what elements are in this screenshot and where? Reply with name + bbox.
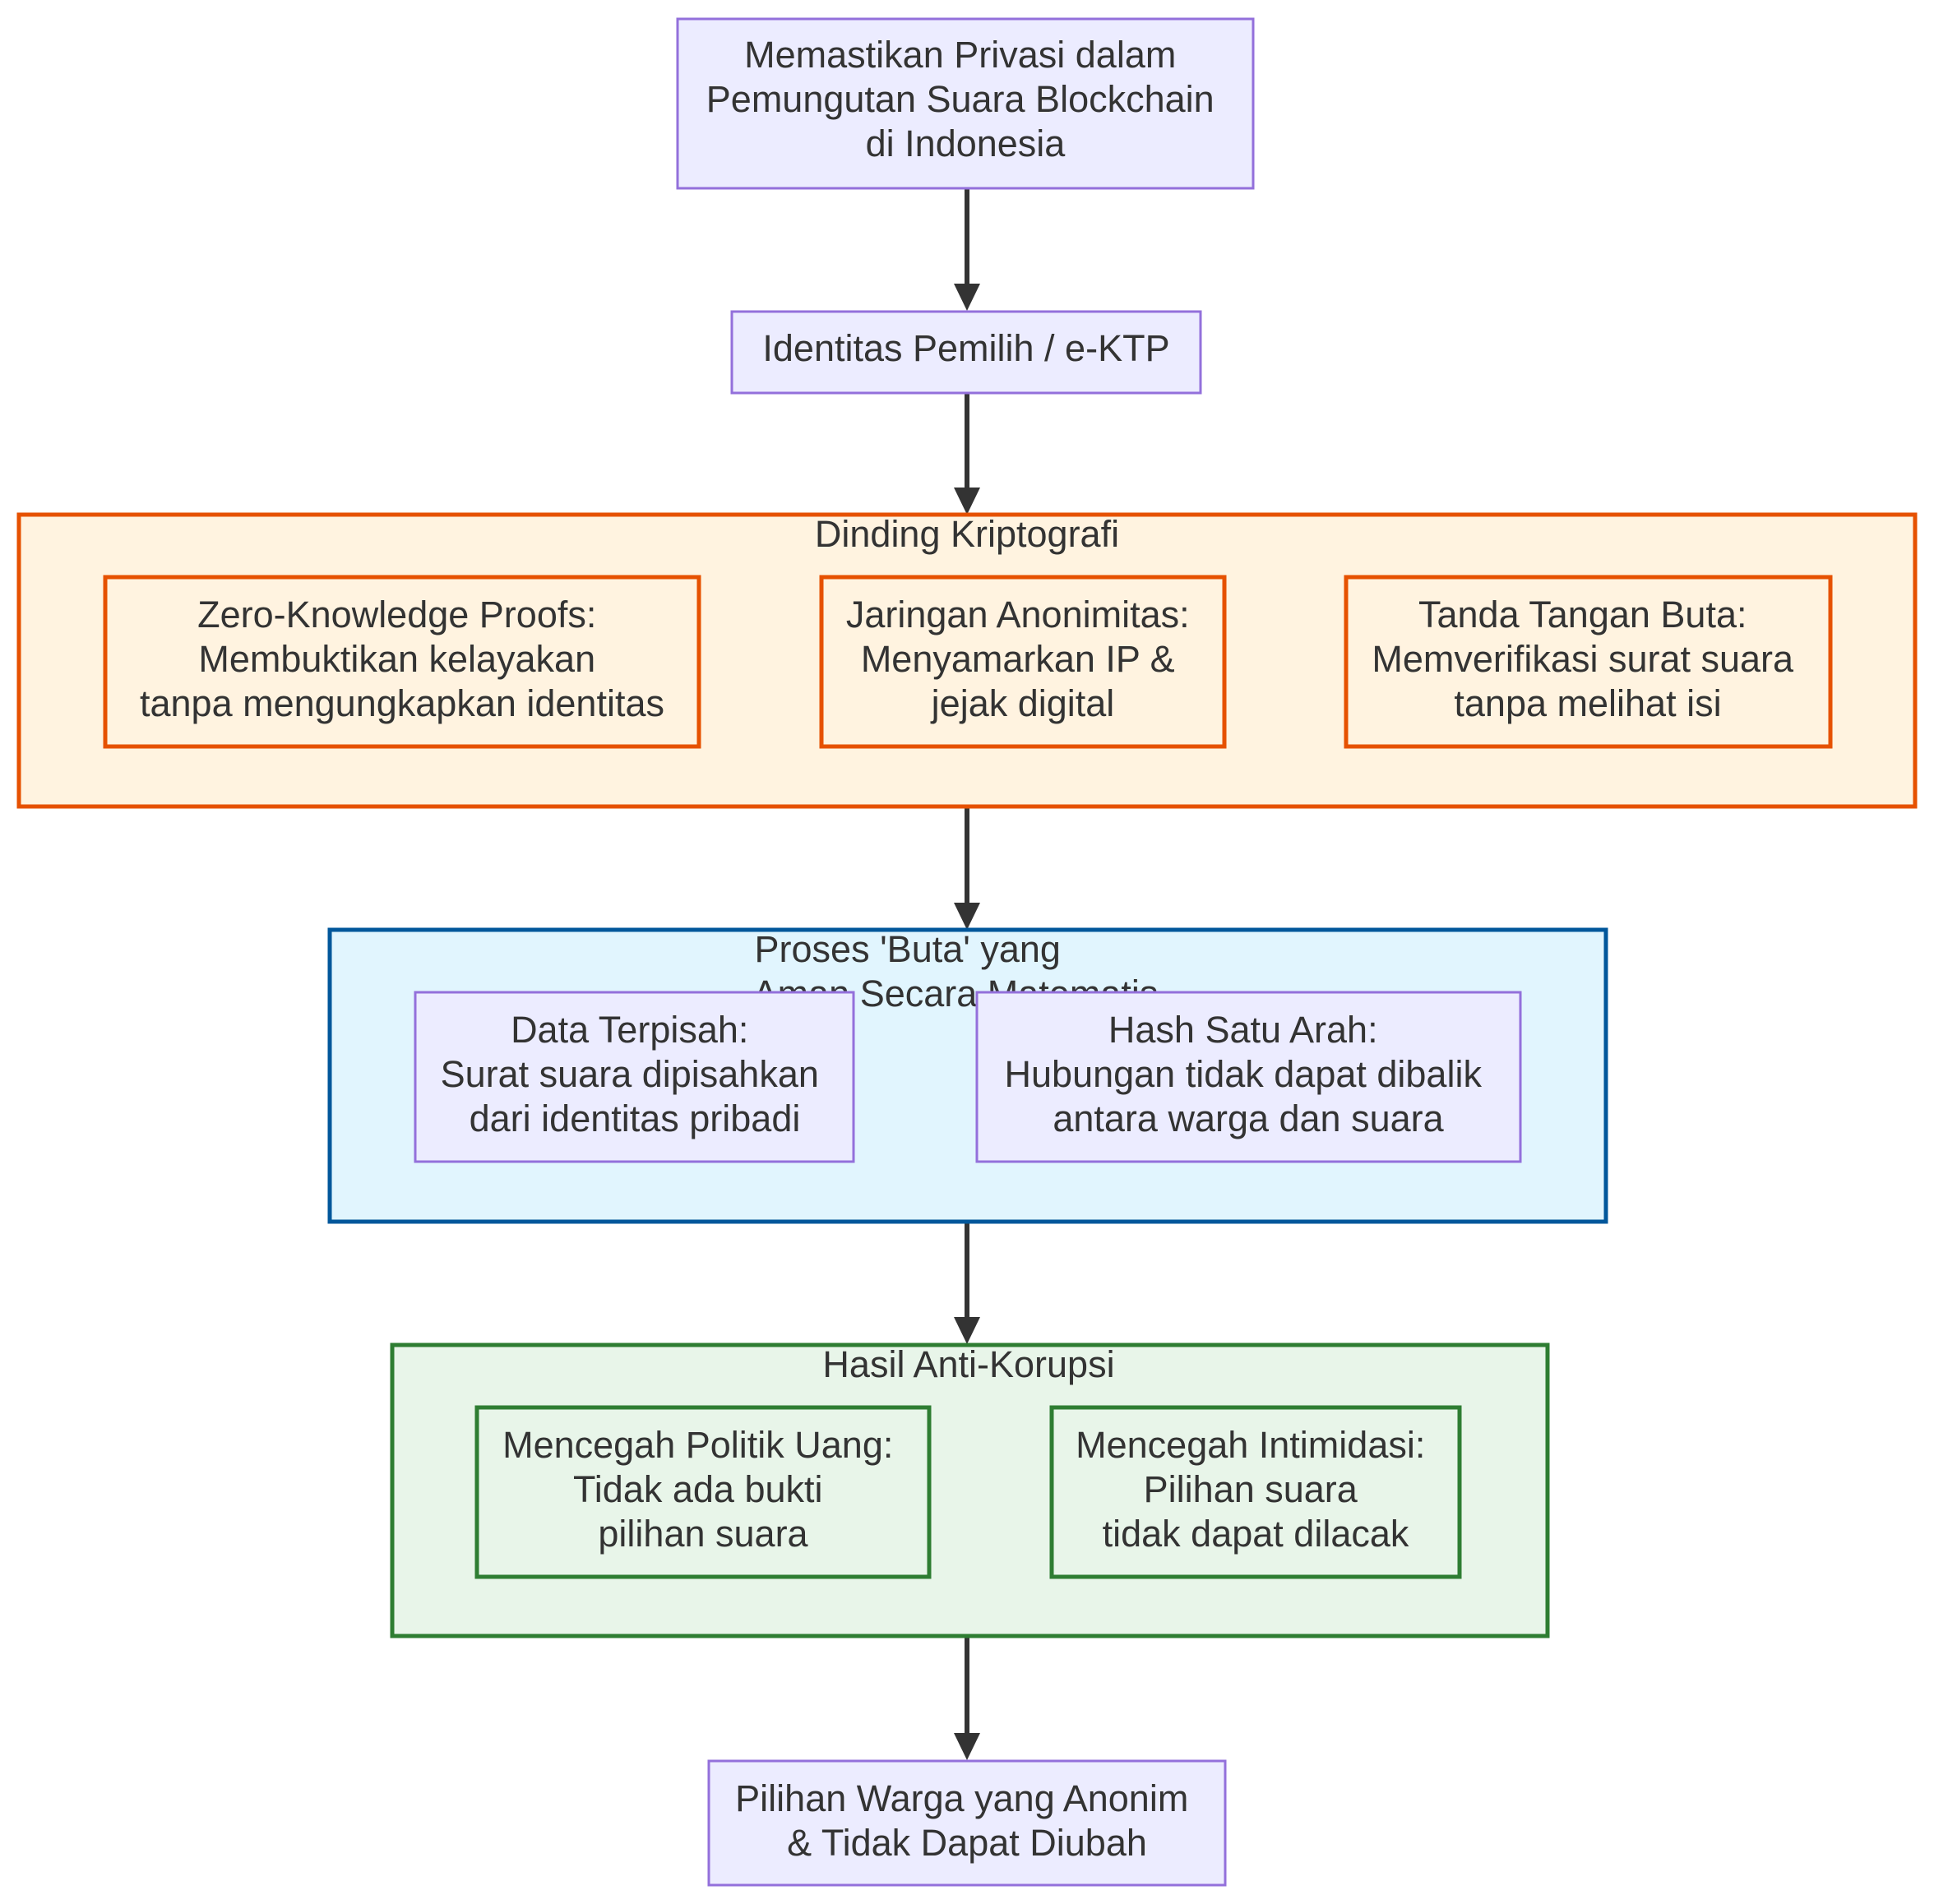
anti-corruption-group: Hasil Anti-Korupsi Mencegah Politik Uang… (390, 1343, 1550, 1638)
prevent-intimidation-node: Mencegah Intimidasi: Pilihan suara tidak… (1049, 1405, 1462, 1579)
one-way-hash-node-text: Hash Satu Arah: Hubungan tidak dapat dib… (1005, 1009, 1492, 1139)
blind-signature-node-text: Tanda Tangan Buta: Memverifikasi surat s… (1372, 594, 1803, 724)
anon-network-node-text: Jaringan Anonimitas: Menyamarkan IP & je… (846, 594, 1200, 724)
arrowhead-final (954, 1733, 980, 1760)
prevent-money-politics-node: Mencegah Politik Uang: Tidak ada bukti p… (474, 1405, 932, 1579)
crypto-wall-group: Dinding Kriptografi Zero-Knowledge Proof… (16, 512, 1918, 809)
final-node: Pilihan Warga yang Anonim & Tidak Dapat … (707, 1759, 1227, 1887)
separated-data-node-text: Data Terpisah: Surat suara dipisahkan da… (441, 1009, 830, 1139)
blind-process-group: Proses 'Buta' yang Aman Secara Matematis… (327, 927, 1608, 1224)
arrowhead-anti-corruption (954, 1317, 980, 1344)
edges (954, 188, 980, 1760)
anti-corruption-title: Hasil Anti-Korupsi (822, 1343, 1114, 1385)
title-node: Memastikan Privasi dalam Pemungutan Suar… (676, 17, 1255, 190)
prevent-money-politics-node-text: Mencegah Politik Uang: Tidak ada bukti p… (502, 1424, 904, 1555)
one-way-hash-node: Hash Satu Arah: Hubungan tidak dapat dib… (975, 991, 1522, 1163)
final-node-text: Pilihan Warga yang Anonim & Tidak Dapat … (735, 1777, 1199, 1864)
separated-data-node: Data Terpisah: Surat suara dipisahkan da… (414, 991, 855, 1163)
arrowhead-identity (954, 284, 980, 311)
identity-node-text: Identitas Pemilih / e-KTP (762, 327, 1169, 369)
zkp-node-text: Zero-Knowledge Proofs: Membuktikan kelay… (140, 594, 664, 724)
arrowhead-blind-process (954, 903, 980, 930)
identity-node: Identitas Pemilih / e-KTP (730, 310, 1202, 395)
crypto-wall-title: Dinding Kriptografi (815, 513, 1119, 555)
arrowhead-crypto-wall (954, 488, 980, 515)
prevent-intimidation-node-text: Mencegah Intimidasi: Pilihan suara tidak… (1076, 1424, 1436, 1555)
zkp-node: Zero-Knowledge Proofs: Membuktikan kelay… (103, 575, 701, 749)
title-node-text: Memastikan Privasi dalam Pemungutan Suar… (706, 34, 1224, 164)
anon-network-node: Jaringan Anonimitas: Menyamarkan IP & je… (819, 575, 1227, 749)
blind-signature-node: Tanda Tangan Buta: Memverifikasi surat s… (1344, 575, 1833, 749)
